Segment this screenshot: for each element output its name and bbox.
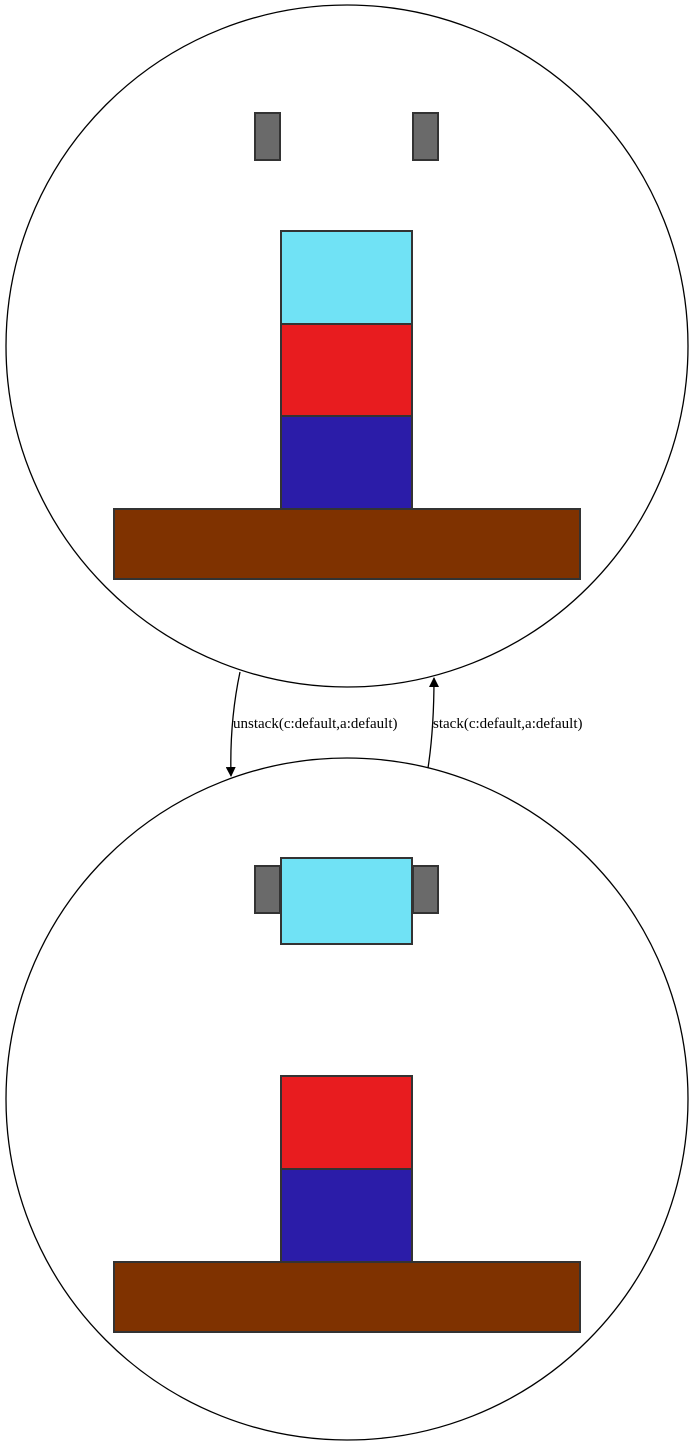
state-node-2-circle [5, 757, 689, 1441]
edge-stack-arrow [427, 677, 439, 769]
edge-unstack-arrow [225, 671, 241, 777]
edge-stack-label: stack(c:default,a:default) [433, 716, 583, 732]
state-node-1 [5, 4, 689, 688]
edge-unstack-label: unstack(c:default,a:default) [233, 716, 398, 732]
block-b [280, 1168, 413, 1263]
block-c-held [280, 857, 413, 945]
edge-unstack: unstack(c:default,a:default) [225, 671, 398, 777]
state-node-2 [5, 757, 689, 1441]
gripper-right-finger [412, 865, 439, 914]
block-b [280, 415, 413, 510]
gripper-left-finger [254, 112, 281, 161]
table [113, 1261, 581, 1333]
block-a [280, 323, 413, 417]
gripper-right-finger [412, 112, 439, 161]
gripper-left-finger [254, 865, 281, 914]
block-c [280, 230, 413, 325]
table [113, 508, 581, 580]
edge-stack: stack(c:default,a:default) [427, 677, 583, 769]
state-node-1-circle [5, 4, 689, 688]
block-a [280, 1075, 413, 1170]
